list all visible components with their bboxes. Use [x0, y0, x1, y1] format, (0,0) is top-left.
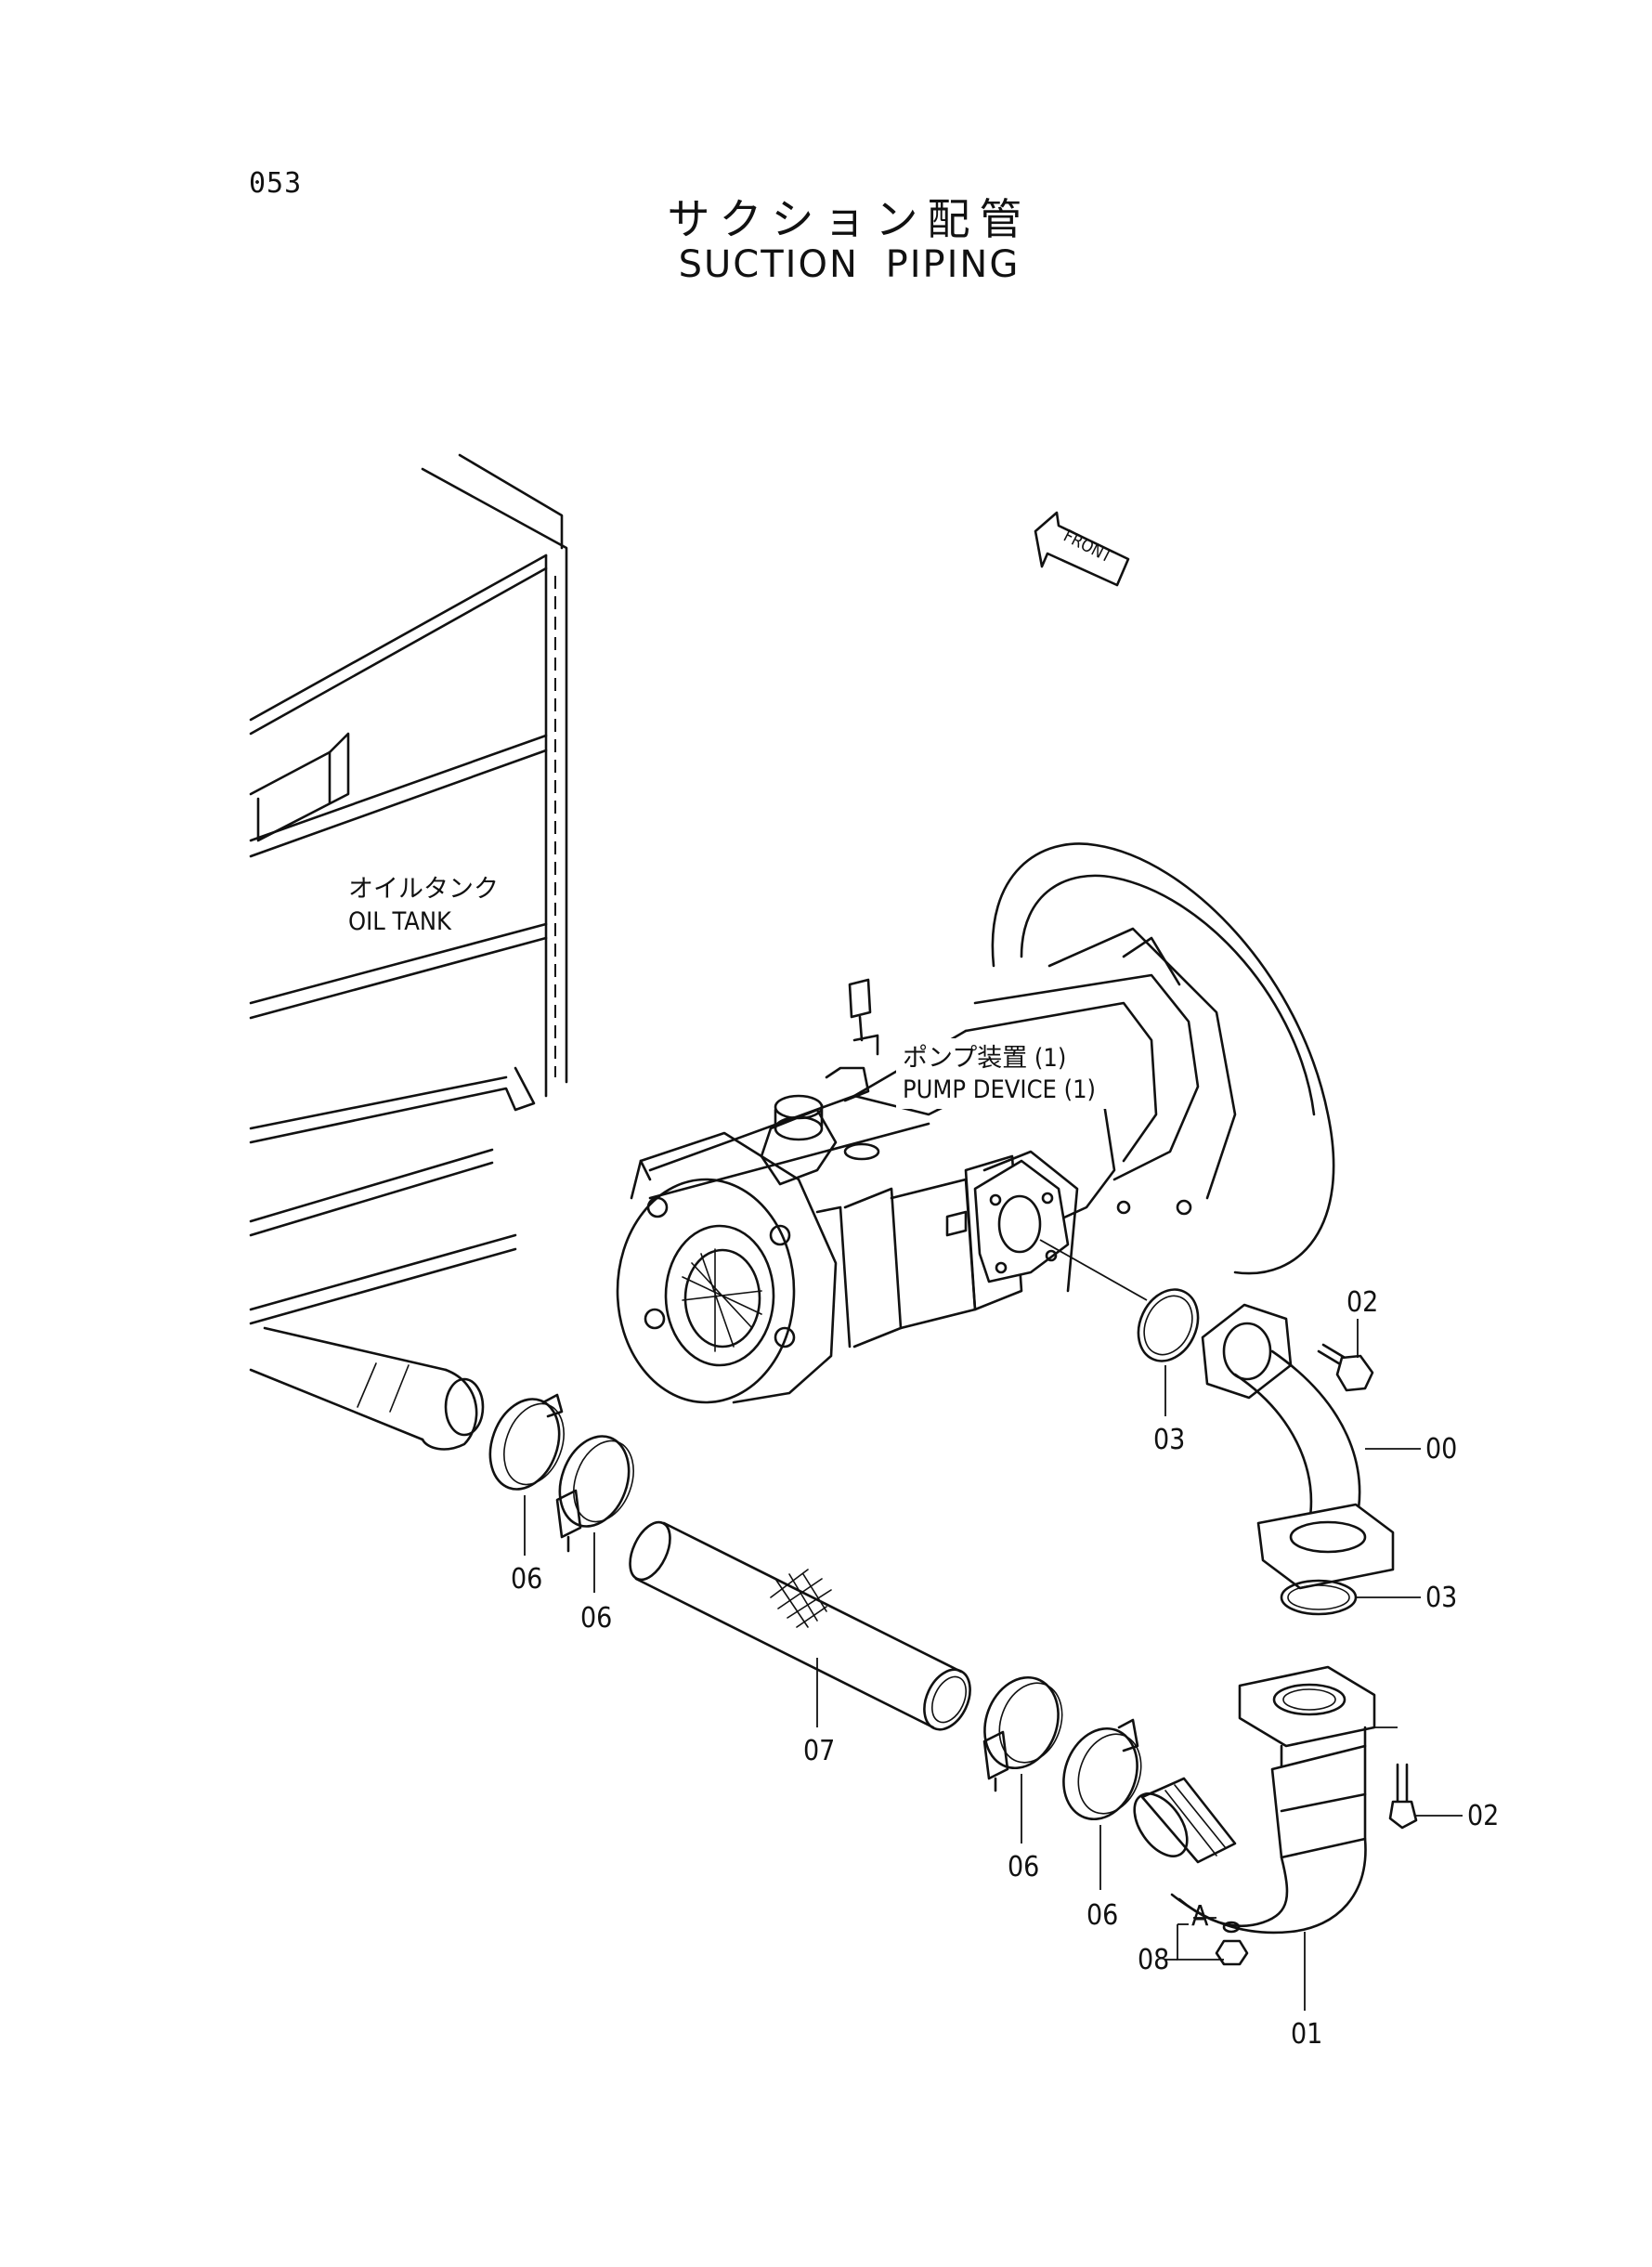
part-label-00: 00 [1425, 1433, 1457, 1466]
oil-tank-label-jp: オイルタンク [348, 875, 499, 904]
part-label-03-upper: 03 [1153, 1424, 1185, 1456]
part-label-07: 07 [803, 1735, 835, 1767]
part-label-06-1: 06 [511, 1563, 542, 1596]
pump-device-label: ポンプ装置 (1) PUMP DEVICE (1) [903, 1044, 1096, 1104]
part-06-clamp-3 [982, 1675, 1063, 1844]
part-00-elbow-upper [1201, 1303, 1421, 1590]
part-07-hose [629, 1520, 971, 1731]
part-label-06-3: 06 [1008, 1851, 1039, 1883]
part-06-clamp-1 [488, 1393, 565, 1556]
part-label-02-lower: 02 [1467, 1800, 1499, 1832]
pump-device-label-jp: ポンプ装置 (1) [903, 1044, 1066, 1073]
part-06-clamp-2 [555, 1435, 634, 1593]
part-06-clamp-4 [1062, 1718, 1142, 1890]
section-label-a: A [1191, 1900, 1209, 1933]
part-02-bolt-lower [1388, 1763, 1463, 1830]
oil-tank-label: オイルタンク OIL TANK [348, 875, 499, 936]
part-03-oring-lower [1280, 1579, 1421, 1616]
front-arrow: FRONT [1034, 511, 1130, 587]
title-english: SUCTION PIPING [678, 243, 1021, 286]
pump-device-label-en: PUMP DEVICE (1) [903, 1075, 1096, 1104]
pump-device [616, 842, 1335, 1404]
part-label-01: 01 [1291, 2018, 1322, 2051]
part-label-03-lower: 03 [1425, 1582, 1457, 1614]
part-02-bolt-upper [1317, 1319, 1374, 1392]
part-08-plug [1165, 1917, 1249, 1966]
part-label-06-4: 06 [1086, 1899, 1118, 1932]
part-label-08: 08 [1138, 1944, 1169, 1976]
part-01-elbow-lower [1133, 1665, 1398, 2011]
title-japanese: サクション配管 [667, 194, 1032, 244]
part-number-labels: 02 03 00 03 02 01 08 A 06 06 07 06 06 [511, 1286, 1499, 2051]
part-03-oring-upper [1039, 1239, 1200, 1416]
part-label-06-2: 06 [580, 1602, 612, 1635]
oil-tank-label-en: OIL TANK [348, 907, 452, 936]
page-number: 053 [249, 167, 303, 200]
part-label-02-upper: 02 [1346, 1286, 1378, 1319]
oil-tank [249, 453, 568, 1451]
